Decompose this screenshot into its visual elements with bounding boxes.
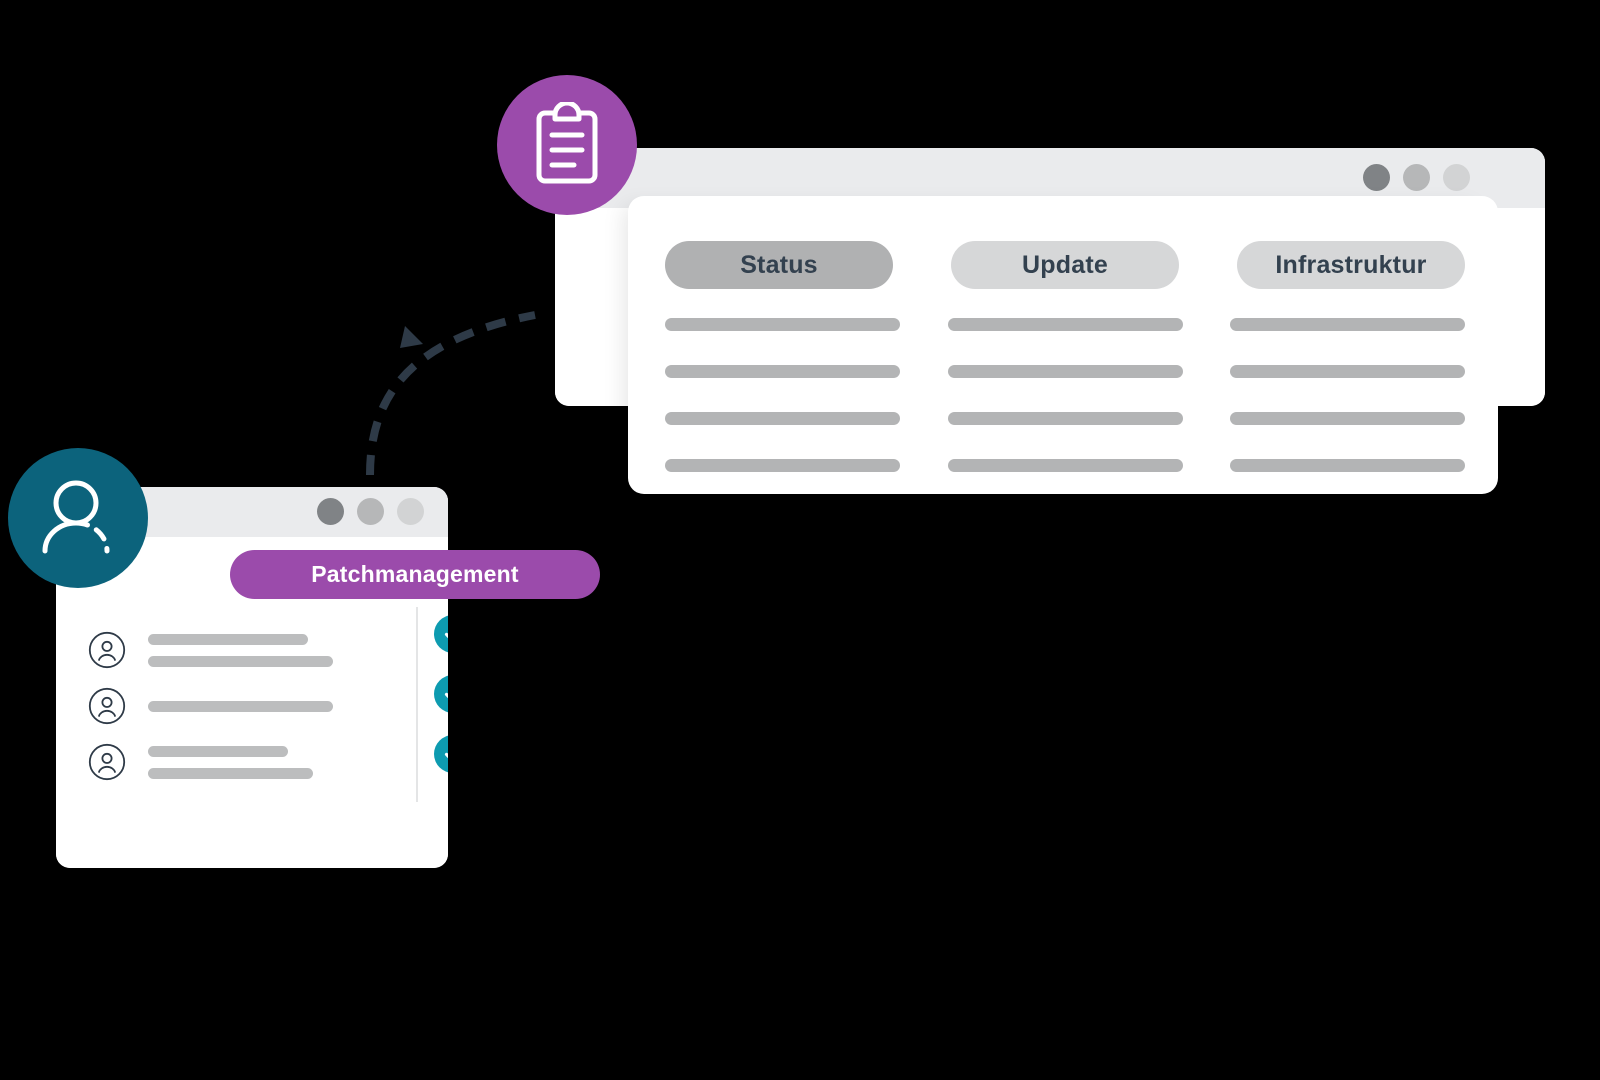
dashed-curved-arrow-icon xyxy=(330,240,590,510)
main-window-front-panel: Status Update Infrastruktur xyxy=(628,196,1498,494)
placeholder-bar xyxy=(665,459,900,472)
placeholder-bar xyxy=(148,700,333,712)
user-avatar-badge xyxy=(8,448,148,588)
content-columns xyxy=(665,318,1465,472)
placeholder-bar xyxy=(148,767,313,779)
placeholder-bar xyxy=(947,412,1183,425)
placeholder-bar xyxy=(1230,318,1465,331)
clipboard-icon xyxy=(536,102,598,184)
tab-status-label: Status xyxy=(740,250,818,279)
placeholder-bar xyxy=(148,655,333,667)
list-item[interactable] xyxy=(88,678,418,734)
placeholder-bar xyxy=(665,412,900,425)
status-badge-check-icon[interactable] xyxy=(434,615,448,653)
window-dot-minimize-icon[interactable] xyxy=(1403,164,1430,191)
user-icon xyxy=(88,687,126,725)
tab-infrastruktur[interactable]: Infrastruktur xyxy=(1237,241,1465,289)
tab-update-label: Update xyxy=(1022,250,1108,279)
placeholder-bar xyxy=(947,365,1183,378)
clipboard-badge xyxy=(497,75,637,215)
main-window-dots xyxy=(1363,164,1470,191)
content-column-update xyxy=(947,318,1183,472)
placeholder-bar xyxy=(1230,365,1465,378)
user-icon xyxy=(88,631,126,669)
content-column-status xyxy=(665,318,900,472)
status-column xyxy=(434,615,448,773)
tab-update[interactable]: Update xyxy=(951,241,1179,289)
list-item[interactable] xyxy=(88,622,418,678)
placeholder-bar xyxy=(947,459,1183,472)
status-badge-check-icon[interactable] xyxy=(434,735,448,773)
window-dot-close-icon[interactable] xyxy=(317,498,344,525)
content-column-infrastruktur xyxy=(1230,318,1465,472)
placeholder-bar xyxy=(665,318,900,331)
window-dot-maximize-icon[interactable] xyxy=(1443,164,1470,191)
placeholder-bar xyxy=(1230,412,1465,425)
tab-infrastruktur-label: Infrastruktur xyxy=(1275,250,1427,279)
list-item-text-placeholder xyxy=(148,633,418,667)
tab-status[interactable]: Status xyxy=(665,241,893,289)
user-avatar-icon xyxy=(42,480,110,554)
user-list xyxy=(88,622,418,790)
list-divider xyxy=(416,607,418,802)
window-dot-minimize-icon[interactable] xyxy=(357,498,384,525)
window-dot-maximize-icon[interactable] xyxy=(397,498,424,525)
tab-bar: Status Update Infrastruktur xyxy=(665,241,1465,289)
placeholder-bar xyxy=(947,318,1183,331)
placeholder-bar xyxy=(148,633,308,645)
status-badge-check-icon[interactable] xyxy=(434,675,448,713)
list-item[interactable] xyxy=(88,734,418,790)
patchmanagement-badge-label: Patchmanagement xyxy=(311,561,519,587)
placeholder-bar xyxy=(665,365,900,378)
list-item-text-placeholder xyxy=(148,745,418,779)
user-icon xyxy=(88,743,126,781)
list-item-text-placeholder xyxy=(148,700,418,712)
placeholder-bar xyxy=(148,745,288,757)
placeholder-bar xyxy=(1230,459,1465,472)
patchmanagement-window-dots xyxy=(317,498,424,525)
window-dot-close-icon[interactable] xyxy=(1363,164,1390,191)
patchmanagement-badge[interactable]: Patchmanagement xyxy=(230,550,600,599)
